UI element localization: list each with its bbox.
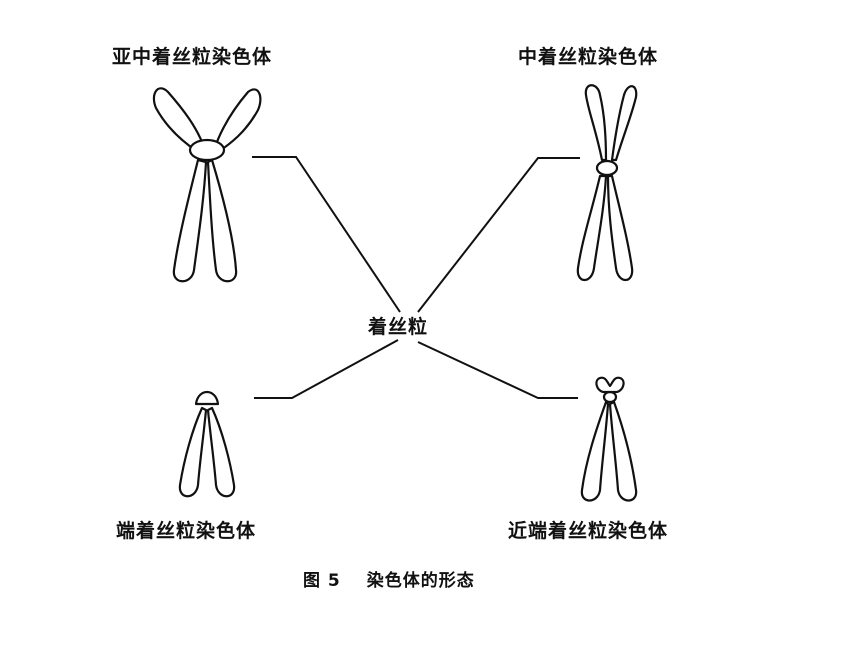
- telocentric-chromosome: [178, 390, 236, 498]
- leader-line-submetacentric: [252, 156, 401, 313]
- figure-caption: 图 5 染色体的形态: [303, 573, 475, 590]
- leader-line-acrocentric: [417, 341, 578, 399]
- label-centromere: 着丝粒: [368, 316, 429, 338]
- satellite: [595, 376, 625, 394]
- figure-title: 染色体的形态: [366, 571, 475, 591]
- label-submetacentric: 亚中着丝粒染色体: [112, 46, 273, 68]
- label-telocentric: 端着丝粒染色体: [116, 520, 257, 542]
- figure-number: 图 5: [303, 571, 341, 591]
- label-acrocentric: 近端着丝粒染色体: [508, 520, 669, 542]
- leader-line-metacentric: [417, 157, 580, 313]
- label-metacentric: 中着丝粒染色体: [518, 46, 659, 68]
- leader-line-telocentric: [254, 339, 399, 399]
- acrocentric-chromosome: [580, 376, 638, 502]
- submetacentric-chromosome: [152, 87, 262, 283]
- metacentric-chromosome: [576, 84, 638, 282]
